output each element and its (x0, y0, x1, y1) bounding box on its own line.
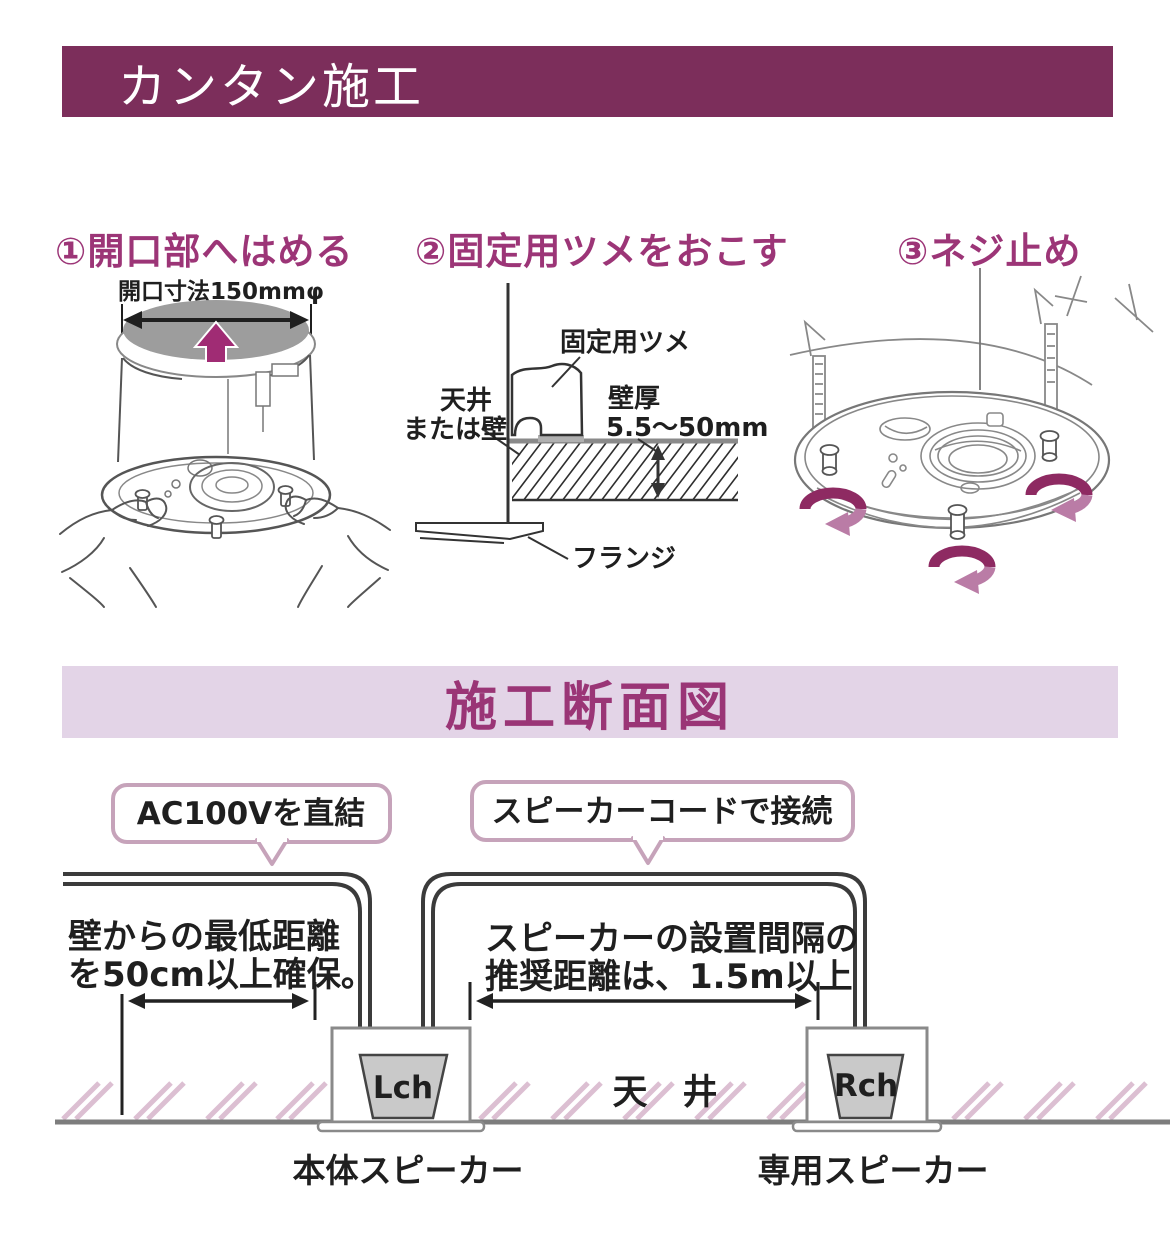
rotation-arrow-bottom-icon (934, 551, 990, 594)
callout-speaker-cord: スピーカーコードで接続 (470, 780, 855, 865)
wall-distance-dimension (120, 982, 317, 1115)
right-speaker-box: Rch (791, 1026, 943, 1133)
claw-label: 固定用ツメ (560, 327, 690, 358)
wall-hatch-section (508, 438, 738, 502)
step2-heading: ②固定用ツメをおこす (415, 230, 789, 273)
figure-step1-fit-into-opening: 開口寸法150mmφ (59, 279, 391, 608)
driver-detail-drawing (879, 412, 1036, 494)
screws (819, 430, 1060, 540)
left-speaker-caption: 本体スピーカー (293, 1151, 524, 1190)
speaker-cord-cable (421, 872, 867, 1028)
thickness-value: 5.5～50mm (606, 413, 768, 443)
step1-heading: ①開口部へはめる (55, 230, 354, 273)
thickness-arrow (651, 445, 665, 498)
ceiling-label: 天 井 (612, 1073, 717, 1113)
flange-screw-posts (134, 485, 294, 539)
speaker-distance-dimension (468, 982, 820, 1020)
callout-speaker-cord-label: スピーカーコードで接続 (492, 794, 833, 830)
step3-heading: ③ネジ止め (897, 230, 1082, 273)
right-speaker-caption: 専用スピーカー (758, 1151, 989, 1190)
speaker-distance-line1: スピーカーの設置間隔の (485, 919, 859, 959)
figure-step3-screw-fastening (789, 268, 1154, 610)
claw-pad (538, 435, 584, 442)
ceiling-hatch-marks (61, 1081, 1148, 1121)
header-bar: カンタン施工 (62, 46, 1113, 117)
wall-label-line1: 天井 (440, 386, 492, 416)
ac-power-cable (63, 872, 372, 1028)
fixing-claw-shape (510, 362, 584, 437)
callout-ac-power-label: AC100Vを直結 (137, 796, 365, 832)
speaker-flange-drawing (100, 455, 332, 539)
hands-drawing (59, 495, 391, 608)
opening-hole (116, 300, 316, 378)
wall-distance-line2: を50cm以上確保。 (68, 955, 375, 995)
left-speaker-box: Lch (316, 1026, 486, 1133)
wall-distance-line1: 壁からの最低距離 (68, 917, 340, 957)
flange-edge-drawing (415, 522, 544, 544)
thickness-label: 壁厚 (608, 383, 660, 414)
callout-ac-power: AC100Vを直結 (111, 783, 392, 866)
wall-label-line2: または壁 (403, 414, 507, 445)
left-channel-label: Lch (373, 1070, 433, 1106)
figure-installation-cross-section: AC100Vを直結 スピーカーコードで接続 壁からの最低距離 を50cm以上確保… (55, 780, 1170, 1190)
section-band: 施工断面図 (62, 666, 1118, 738)
speaker-distance-line2: 推奨距離は、1.5m以上 (485, 957, 853, 997)
insert-up-arrow-icon (192, 320, 240, 364)
right-channel-label: Rch (834, 1068, 898, 1104)
speaker-body-drawing (117, 354, 315, 463)
leader-lines (483, 356, 657, 560)
section-title: 施工断面図 (444, 677, 735, 738)
figure-step2-fixing-claw: 固定用ツメ 天井 または壁 壁厚 5.5～50mm フランジ (403, 283, 768, 574)
flange-label: フランジ (572, 544, 676, 574)
page-title: カンタン施工 (118, 58, 425, 115)
